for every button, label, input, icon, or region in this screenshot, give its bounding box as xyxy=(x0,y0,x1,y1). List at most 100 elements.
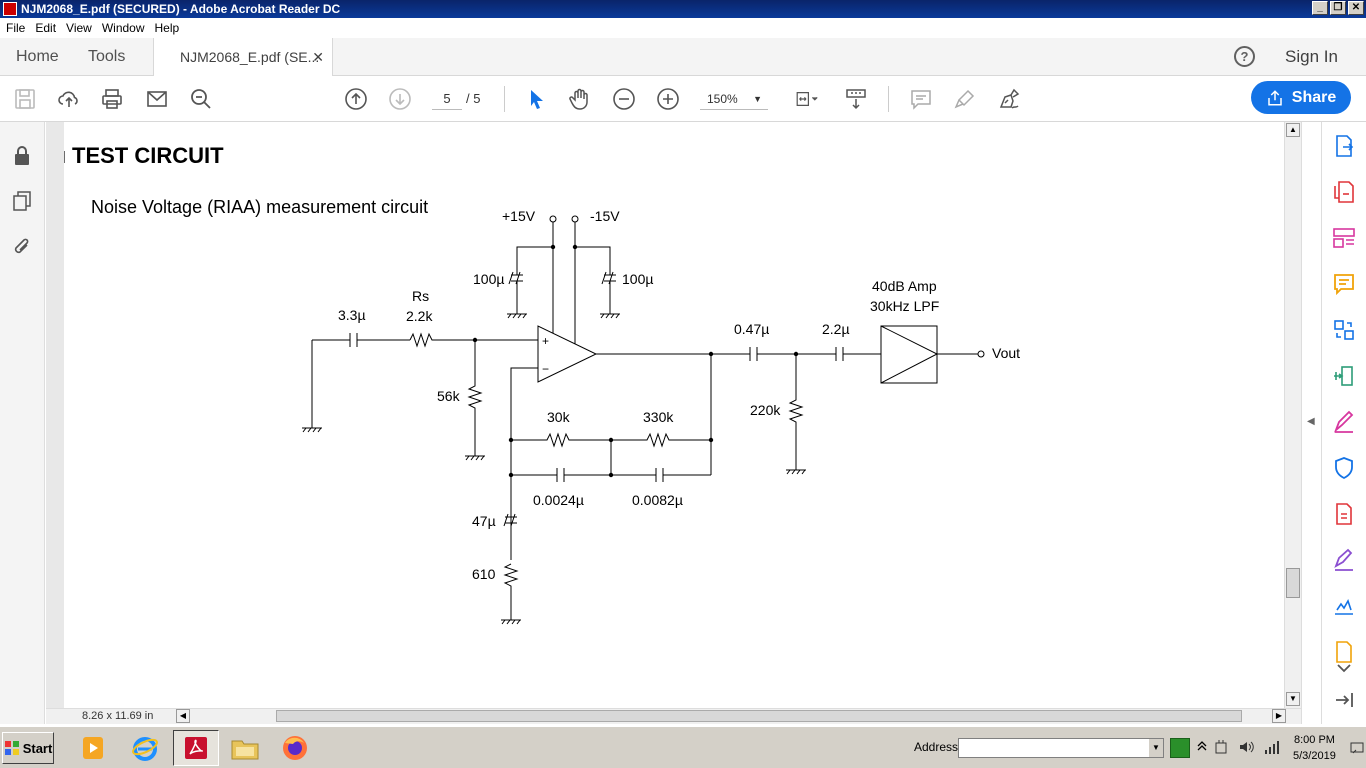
label-cap-100u-right: 100µ xyxy=(622,271,653,287)
collapse-right-pane-icon[interactable]: ◀ xyxy=(1307,416,1315,427)
next-page-icon[interactable] xyxy=(386,85,414,113)
comment-tool-icon[interactable] xyxy=(1332,272,1356,296)
media-player-taskbar-icon[interactable] xyxy=(70,730,116,766)
window-titlebar: NJM2068_E.pdf (SECURED) - Adobe Acrobat … xyxy=(0,0,1366,18)
pdf-document-icon[interactable] xyxy=(1332,502,1356,526)
vertical-scroll-thumb[interactable] xyxy=(1286,568,1300,598)
edit-pdf-icon[interactable] xyxy=(1332,226,1356,250)
zoom-in-icon[interactable] xyxy=(654,85,682,113)
page-thumbnails-icon[interactable] xyxy=(11,190,33,212)
label-vplus: +15V xyxy=(502,208,536,224)
file-explorer-taskbar-icon[interactable] xyxy=(222,730,268,766)
network-signal-icon[interactable] xyxy=(1264,739,1280,755)
cloud-upload-icon[interactable] xyxy=(55,85,83,113)
label-0-0024u: 0.0024µ xyxy=(533,492,584,508)
menu-file[interactable]: File xyxy=(6,21,26,35)
minimize-button[interactable]: _ xyxy=(1312,1,1328,15)
label-220k: 220k xyxy=(750,402,781,418)
pdf-page: ı TEST CIRCUIT Noise Voltage (RIAA) meas… xyxy=(64,122,1284,708)
menu-help[interactable]: Help xyxy=(154,21,180,35)
figure-title: Noise Voltage (RIAA) measurement circuit xyxy=(91,197,428,217)
test-circuit-schematic: ı TEST CIRCUIT Noise Voltage (RIAA) meas… xyxy=(64,143,1020,625)
address-go-icon[interactable] xyxy=(1170,738,1190,758)
attachment-icon[interactable] xyxy=(11,236,33,258)
section-marker: ı xyxy=(64,143,66,168)
label-amp-line1: 40dB Amp xyxy=(872,278,937,294)
label-2-2u: 2.2µ xyxy=(822,321,850,337)
highlight-pen-icon[interactable] xyxy=(951,85,979,113)
windows-taskbar: Start Address ▼ 8:00 PM 5/3/2019 xyxy=(0,726,1366,768)
horizontal-scrollbar[interactable]: ◀ ▶ xyxy=(176,709,1286,724)
print-icon[interactable] xyxy=(98,85,126,113)
tab-document[interactable]: NJM2068_E.pdf (SE... ✕ xyxy=(153,38,333,77)
window-title: NJM2068_E.pdf (SECURED) - Adobe Acrobat … xyxy=(21,2,341,16)
export-pdf-icon[interactable] xyxy=(1332,134,1356,158)
tab-home[interactable]: Home xyxy=(16,48,59,65)
system-tray: 8:00 PM 5/3/2019 xyxy=(1194,731,1366,765)
internet-explorer-taskbar-icon[interactable] xyxy=(122,730,168,766)
action-center-icon[interactable] xyxy=(1350,741,1364,755)
page-number-input[interactable]: 5 xyxy=(432,88,462,110)
toolbar-divider xyxy=(888,86,889,112)
scroll-mode-icon[interactable] xyxy=(842,85,870,113)
start-button[interactable]: Start xyxy=(2,732,54,764)
tab-bar: Home Tools NJM2068_E.pdf (SE... ✕ ? Sign… xyxy=(0,38,1366,77)
label-vout: Vout xyxy=(992,345,1020,361)
close-tab-icon[interactable]: ✕ xyxy=(312,49,324,65)
sign-pen-icon[interactable] xyxy=(995,85,1023,113)
restore-button[interactable]: ❐ xyxy=(1330,1,1346,15)
vertical-scrollbar[interactable]: ▲ ▼ xyxy=(1284,122,1301,708)
label-rs: Rs xyxy=(412,288,429,304)
email-icon[interactable] xyxy=(143,85,171,113)
scroll-right-arrow[interactable]: ▶ xyxy=(1272,709,1286,723)
label-56k: 56k xyxy=(437,388,461,404)
fill-sign-icon[interactable] xyxy=(1332,410,1356,434)
right-pane-collapse-strip: ◀ xyxy=(1301,122,1321,724)
section-title: TEST CIRCUIT xyxy=(72,143,224,168)
create-pdf-icon[interactable] xyxy=(1332,180,1356,204)
certificates-icon[interactable] xyxy=(1332,594,1356,618)
help-icon[interactable]: ? xyxy=(1234,46,1255,67)
organize-pages-icon[interactable] xyxy=(1332,364,1356,388)
chevron-down-icon[interactable] xyxy=(1332,656,1356,680)
firefox-taskbar-icon[interactable] xyxy=(272,730,318,766)
tray-expand-icon[interactable] xyxy=(1196,739,1208,751)
label-30k: 30k xyxy=(547,409,571,425)
horizontal-scroll-thumb[interactable] xyxy=(276,710,1242,722)
tab-tools[interactable]: Tools xyxy=(88,48,126,65)
previous-page-icon[interactable] xyxy=(342,85,370,113)
lock-icon[interactable] xyxy=(11,144,33,166)
menu-view[interactable]: View xyxy=(66,21,92,35)
close-window-button[interactable]: ✕ xyxy=(1348,1,1364,15)
address-dropdown-icon[interactable]: ▼ xyxy=(1149,739,1163,757)
protect-shield-icon[interactable] xyxy=(1332,456,1356,480)
tab-document-label: NJM2068_E.pdf (SE... xyxy=(180,49,320,65)
menu-window[interactable]: Window xyxy=(101,21,145,35)
zoom-select[interactable]: 150% ▼ xyxy=(700,88,768,110)
volume-icon[interactable] xyxy=(1238,739,1254,755)
svg-text:+: + xyxy=(542,334,549,348)
scroll-down-arrow[interactable]: ▼ xyxy=(1286,692,1300,706)
zoom-out-icon[interactable] xyxy=(610,85,638,113)
clock-date: 5/3/2019 xyxy=(1293,750,1336,762)
menu-edit[interactable]: Edit xyxy=(35,21,57,35)
share-button[interactable]: Share xyxy=(1251,81,1351,114)
send-for-signature-icon[interactable] xyxy=(1332,548,1356,572)
search-icon[interactable] xyxy=(187,85,215,113)
page-fit-icon[interactable] xyxy=(788,85,824,113)
select-cursor-icon[interactable] xyxy=(522,85,550,113)
sign-in-link[interactable]: Sign In xyxy=(1285,47,1338,66)
acrobat-taskbar-icon[interactable] xyxy=(173,730,219,766)
power-plug-icon[interactable] xyxy=(1214,739,1228,755)
address-input[interactable]: ▼ xyxy=(958,738,1164,758)
collapse-tools-icon[interactable] xyxy=(1332,688,1356,712)
document-viewport[interactable]: ı TEST CIRCUIT Noise Voltage (RIAA) meas… xyxy=(46,122,1284,708)
combine-files-icon[interactable] xyxy=(1332,318,1356,342)
share-label: Share xyxy=(1291,88,1337,106)
save-icon[interactable] xyxy=(11,85,39,113)
scroll-up-arrow[interactable]: ▲ xyxy=(1286,123,1300,137)
hand-tool-icon[interactable] xyxy=(566,85,594,113)
scroll-left-arrow[interactable]: ◀ xyxy=(176,709,190,723)
comment-icon[interactable] xyxy=(907,85,935,113)
more-tools-icon[interactable] xyxy=(1332,640,1356,664)
